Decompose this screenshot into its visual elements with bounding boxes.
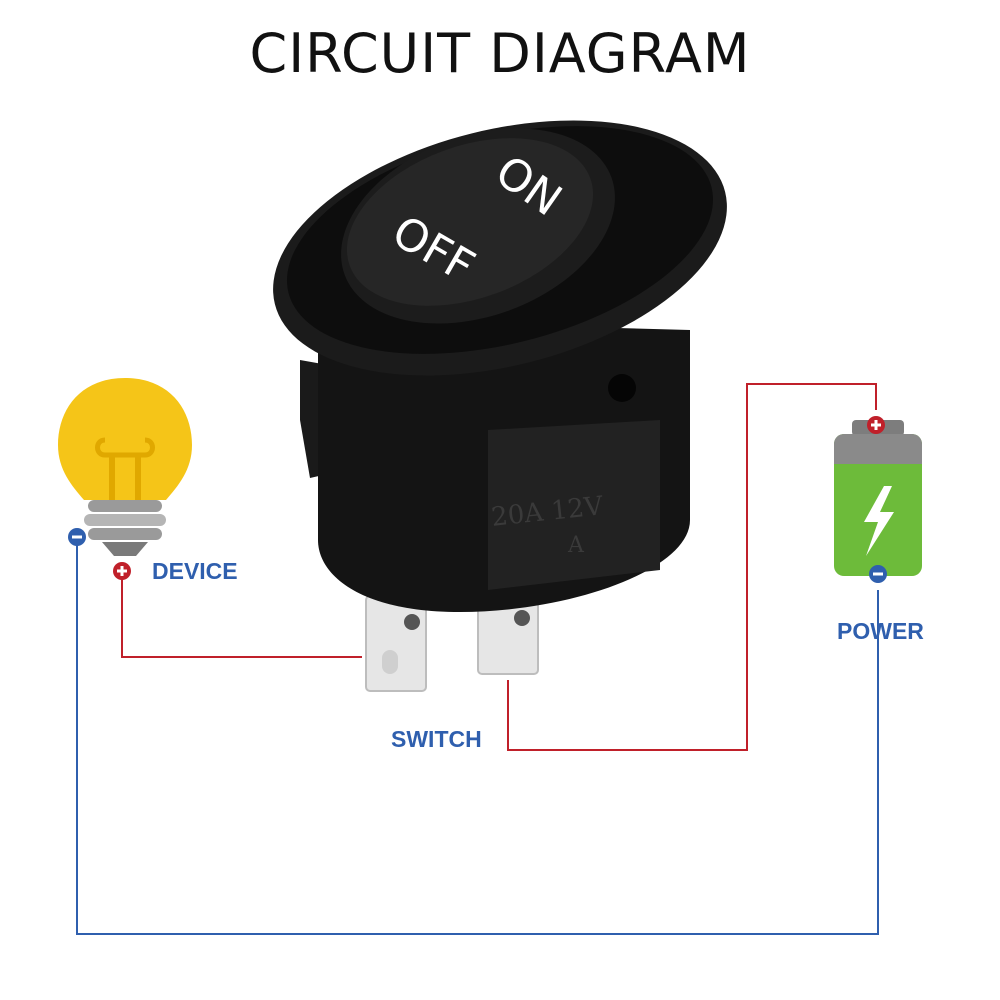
power-label: POWER [837,618,924,644]
device-label: DEVICE [152,558,238,584]
title: CIRCUIT DIAGRAM [249,22,751,85]
wire-switch-to-power-positive [507,383,877,751]
rocker-switch: ON OFF 20A 12V A [273,120,727,692]
bulb-negative-terminal [68,528,86,546]
bulb-icon [58,378,192,556]
wire-device-positive-to-switch [121,572,362,658]
battery-icon [834,420,922,576]
switch-letter-mark: A [567,533,585,558]
wires [76,383,879,935]
battery-positive-terminal [867,416,885,434]
switch-terminal-left [365,595,427,692]
wire-device-negative-to-power-negative [76,545,879,935]
switch-label: SWITCH [391,726,482,752]
bulb-positive-terminal [113,562,131,580]
battery-negative-terminal [869,565,887,583]
